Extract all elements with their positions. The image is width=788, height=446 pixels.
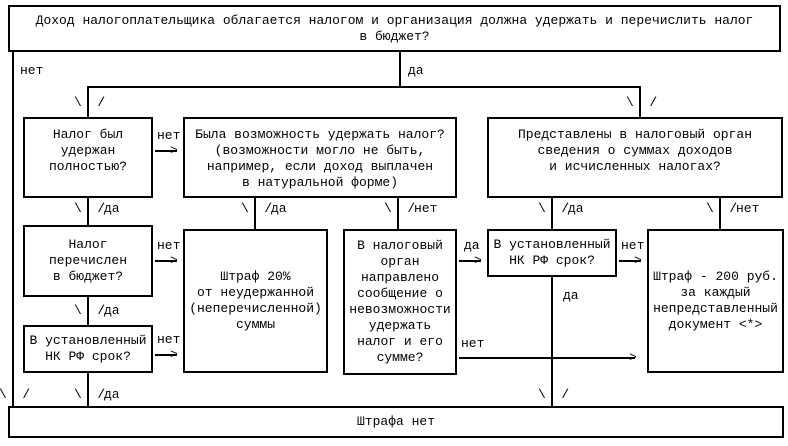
arrow-down-icon: \ / xyxy=(538,201,570,216)
arrow-down-icon: \ / xyxy=(74,387,106,402)
node-deadline-right: В установленный НК РФ срок? xyxy=(487,229,617,277)
edge-label-no: нет xyxy=(157,128,181,143)
arrow-down-icon: \ / xyxy=(384,201,416,216)
connector xyxy=(12,52,14,406)
node-possibility-to-withhold: Была возможность удержать налог? (возмож… xyxy=(183,117,457,198)
arrow-right-icon: > xyxy=(170,347,178,362)
connector xyxy=(459,357,635,359)
edge-label-no: нет xyxy=(461,336,485,351)
connector xyxy=(155,260,177,262)
connector xyxy=(155,354,177,356)
node-fine-200-rub: Штраф - 200 руб. за каждый непредставлен… xyxy=(647,229,784,373)
connector xyxy=(551,277,553,406)
connector xyxy=(87,373,89,406)
connector xyxy=(619,260,641,262)
node-info-submitted: Представлены в налоговый орган сведения … xyxy=(487,117,783,198)
connector xyxy=(399,52,401,88)
node-fine-20-percent: Штраф 20% от неудержанной (неперечисленн… xyxy=(183,229,328,373)
connector xyxy=(155,150,177,152)
edge-label-yes: да xyxy=(104,303,120,318)
arrow-down-icon: \ / xyxy=(706,201,738,216)
edge-label-yes: да xyxy=(271,201,287,216)
edge-label-no: нет xyxy=(157,332,181,347)
edge-label-no: нет xyxy=(414,201,438,216)
connector xyxy=(397,198,399,229)
connector xyxy=(87,86,89,117)
arrow-down-icon: \ / xyxy=(241,201,273,216)
edge-label-yes: да xyxy=(408,63,424,78)
edge-label-no: нет xyxy=(157,238,181,253)
connector xyxy=(639,86,641,117)
edge-label-no: нет xyxy=(736,201,760,216)
node-no-fine: Штрафа нет xyxy=(8,406,784,438)
arrow-down-icon: \ / xyxy=(0,387,31,402)
arrow-right-icon: > xyxy=(170,253,178,268)
edge-label-no: нет xyxy=(621,238,645,253)
edge-label-yes: да xyxy=(104,201,120,216)
connector xyxy=(254,198,256,229)
connector xyxy=(719,198,721,229)
connector xyxy=(87,86,641,88)
arrow-right-icon: > xyxy=(474,253,482,268)
connector xyxy=(459,260,481,262)
node-tax-withheld-fully: Налог был удержан полностью? xyxy=(23,117,153,198)
edge-label-yes: да xyxy=(104,387,120,402)
connector xyxy=(551,198,553,229)
node-message-sent: В налоговый орган направлено сообщение о… xyxy=(343,229,457,375)
arrow-right-icon: > xyxy=(629,350,637,365)
edge-label-yes: да xyxy=(563,288,579,303)
arrow-down-icon: \ / xyxy=(538,387,570,402)
edge-label-no: нет xyxy=(20,63,44,78)
arrow-down-icon: \ / xyxy=(74,95,106,110)
node-income-taxable: Доход налогоплательщика облагается налог… xyxy=(8,5,781,52)
connector xyxy=(87,297,89,325)
node-tax-remitted: Налог перечислен в бюджет? xyxy=(23,225,153,297)
connector xyxy=(87,198,89,225)
arrow-down-icon: \ / xyxy=(74,303,106,318)
arrow-right-icon: > xyxy=(634,253,642,268)
edge-label-yes: да xyxy=(464,238,480,253)
arrow-down-icon: \ / xyxy=(626,95,658,110)
edge-label-yes: да xyxy=(568,201,584,216)
arrow-down-icon: \ / xyxy=(74,201,106,216)
arrow-right-icon: > xyxy=(170,143,178,158)
node-deadline-left: В установленный НК РФ срок? xyxy=(23,325,153,373)
